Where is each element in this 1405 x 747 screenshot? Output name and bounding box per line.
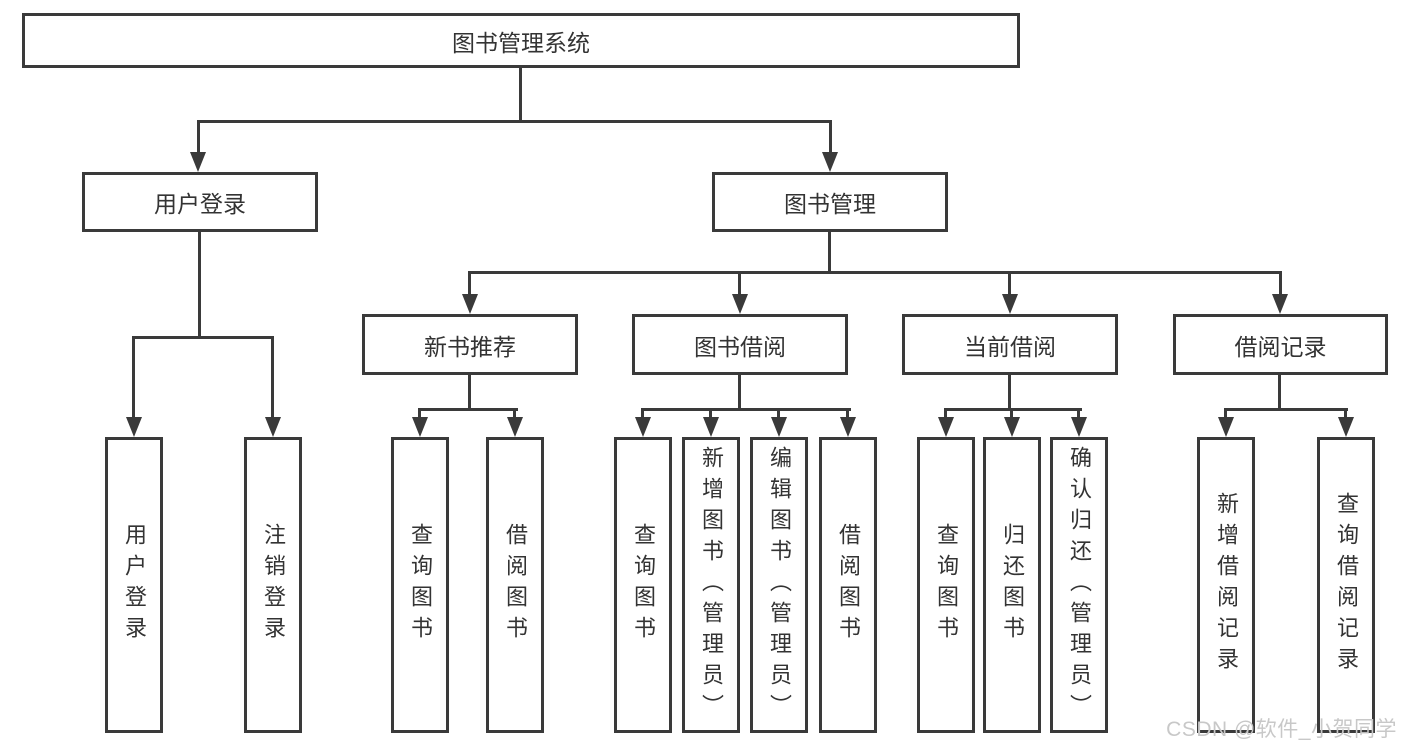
arrow-down-icon [938,417,954,437]
arrow-down-icon [462,294,478,314]
arrow-down-icon [265,417,281,437]
connector-line [418,408,421,419]
connector-line [641,408,644,419]
connector-line [271,336,274,419]
connector-line [738,271,741,296]
connector-line [418,408,518,411]
connector-line [828,232,831,271]
connector-line [846,408,849,419]
connector-line [944,408,1082,411]
arrow-down-icon [126,417,142,437]
arrow-down-icon [635,417,651,437]
leaf-records-add-record: 新增借阅记录 [1197,437,1255,733]
connector-line [198,120,832,123]
connector-line [132,336,135,419]
csdn-watermark: CSDN @软件_小贺同学 [1166,718,1397,741]
connector-line [1224,408,1348,411]
arrow-down-icon [507,417,523,437]
leaf-current-confirm-return-admin: 确认归还（管理员） [1050,437,1108,733]
arrow-down-icon [732,294,748,314]
connector-line [777,408,780,419]
arrow-down-icon [1338,417,1354,437]
node-user-login: 用户登录 [82,172,318,232]
connector-line [1008,271,1011,296]
leaf-records-query-record: 查询借阅记录 [1317,437,1375,733]
arrow-down-icon [1218,417,1234,437]
connector-line [738,375,741,408]
node-book-borrow: 图书借阅 [632,314,848,375]
leaf-user-login: 用户登录 [105,437,163,733]
leaf-recommend-borrow-books: 借阅图书 [486,437,544,733]
arrow-down-icon [1071,417,1087,437]
node-borrow-records: 借阅记录 [1173,314,1388,375]
connector-line [709,408,712,419]
leaf-current-return-books: 归还图书 [983,437,1041,733]
node-new-book-recommend: 新书推荐 [362,314,578,375]
leaf-borrow-query-books: 查询图书 [614,437,672,733]
arrow-down-icon [840,417,856,437]
connector-line [1224,408,1227,419]
connector-line [132,336,274,339]
connector-line [944,408,947,419]
connector-line [468,271,471,296]
arrow-down-icon [1002,294,1018,314]
connector-line [1008,375,1011,408]
arrow-down-icon [190,152,206,172]
connector-line [468,271,1282,274]
leaf-logout: 注销登录 [244,437,302,733]
arrow-down-icon [1272,294,1288,314]
connector-line [641,408,851,411]
connector-line [197,120,200,154]
connector-line [519,67,522,120]
connector-line [1279,271,1282,296]
connector-line [829,120,832,154]
connector-line [1278,375,1281,408]
connector-line [468,375,471,408]
connector-line [1344,408,1347,419]
leaf-borrow-edit-books-admin: 编辑图书（管理员） [750,437,808,733]
arrow-down-icon [1004,417,1020,437]
leaf-recommend-query-books: 查询图书 [391,437,449,733]
arrow-down-icon [771,417,787,437]
arrow-down-icon [703,417,719,437]
node-book-management: 图书管理 [712,172,948,232]
arrow-down-icon [412,417,428,437]
connector-line [198,232,201,336]
leaf-borrow-add-books-admin: 新增图书（管理员） [682,437,740,733]
connector-line [1010,408,1013,419]
connector-line [1077,408,1080,419]
node-library-system: 图书管理系统 [22,13,1020,68]
arrow-down-icon [822,152,838,172]
node-current-borrow: 当前借阅 [902,314,1118,375]
leaf-current-query-books: 查询图书 [917,437,975,733]
leaf-borrow-borrow-books: 借阅图书 [819,437,877,733]
connector-line [513,408,516,419]
